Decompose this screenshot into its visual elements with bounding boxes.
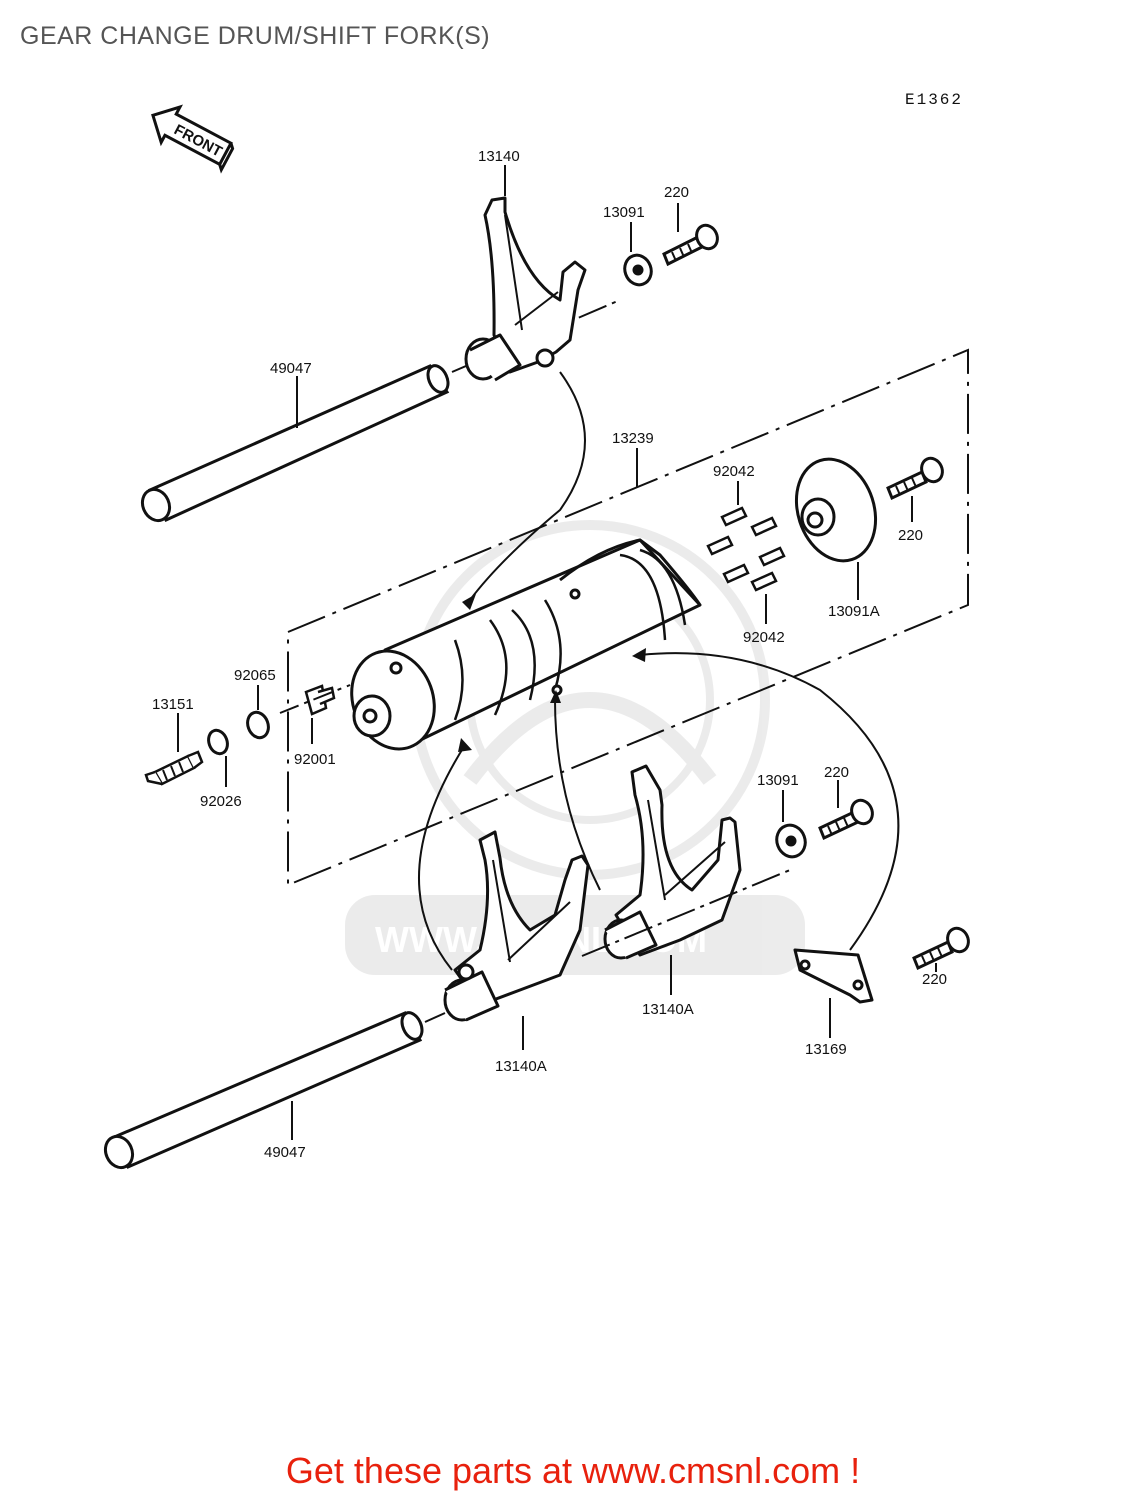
label-shaft-bottom: 49047 xyxy=(264,1144,306,1161)
assembly-arrow-right xyxy=(639,652,900,951)
stopper-plate xyxy=(793,948,874,1004)
label-pins-bottom: 92042 xyxy=(743,629,785,646)
washer-top xyxy=(623,253,653,287)
bolt-top xyxy=(662,223,719,267)
drum-assembly-boundary xyxy=(287,348,969,887)
label-switch: 13151 xyxy=(152,696,194,713)
label-bolt-right: 220 xyxy=(824,764,849,781)
bolt-plate xyxy=(886,456,944,501)
label-bolt-small: 92001 xyxy=(294,751,336,768)
bolt-small xyxy=(304,684,336,716)
pin-plate xyxy=(794,457,878,563)
assembly-arrow-left xyxy=(418,744,466,971)
assembly-arrow-top xyxy=(469,371,586,601)
washer-small xyxy=(207,728,229,756)
label-washer-top: 13091 xyxy=(603,204,645,221)
washer-right xyxy=(775,823,807,859)
label-bolt-stopper: 220 xyxy=(922,971,947,988)
bolt-right xyxy=(818,798,874,841)
shift-rod-top xyxy=(140,299,621,523)
label-fork-top: 13140 xyxy=(478,148,520,165)
footer-promo-link[interactable]: Get these parts at www.cmsnl.com ! xyxy=(285,1450,861,1491)
label-fork-left: 13140A xyxy=(495,1058,547,1075)
drum-pins xyxy=(706,506,786,592)
label-washer-small: 92026 xyxy=(200,793,242,810)
neutral-switch xyxy=(144,750,204,786)
label-drum: 13239 xyxy=(612,430,654,447)
label-plate: 13091A xyxy=(828,603,880,620)
gasket xyxy=(246,710,270,740)
label-bolt-top: 220 xyxy=(664,184,689,201)
label-stopper-plate: 13169 xyxy=(805,1041,847,1058)
page-title: GEAR CHANGE DRUM/SHIFT FORK(S) xyxy=(20,22,491,50)
bolt-stopper xyxy=(912,926,970,971)
shift-fork-top xyxy=(464,196,587,382)
shift-drum xyxy=(350,538,702,751)
label-bolt-plate: 220 xyxy=(898,527,923,544)
label-gasket: 92065 xyxy=(234,667,276,684)
front-arrow-icon: FRONT xyxy=(151,104,235,174)
assembly-arrow-middle xyxy=(554,699,601,891)
shift-fork-right xyxy=(581,764,791,960)
label-fork-right: 13140A xyxy=(642,1001,694,1018)
label-pins-top: 92042 xyxy=(713,463,755,480)
label-shaft-top: 49047 xyxy=(270,360,312,377)
shift-rod-bottom xyxy=(103,1011,446,1170)
label-washer-right: 13091 xyxy=(757,772,799,789)
diagram-code: E1362 xyxy=(905,91,963,109)
